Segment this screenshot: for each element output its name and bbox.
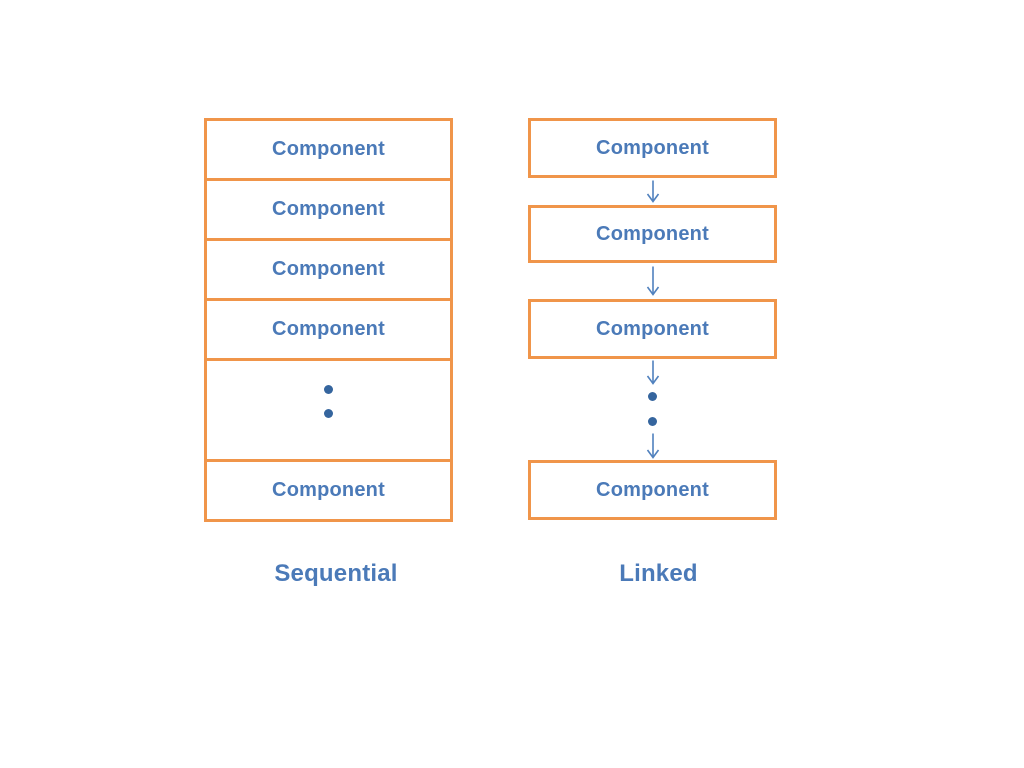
ellipsis-dot-icon: [324, 385, 333, 394]
component-label: Component: [596, 478, 709, 501]
component-label: Component: [596, 136, 709, 159]
ellipsis-cell: [207, 358, 450, 459]
component-label: Component: [596, 222, 709, 245]
component-label: Component: [596, 317, 709, 340]
component-box: Component: [207, 298, 450, 358]
component-label: Component: [272, 479, 385, 501]
linked-node: Component: [528, 299, 777, 359]
down-arrow-icon: [646, 360, 660, 385]
linked-node: Component: [528, 118, 777, 178]
component-label: Component: [272, 318, 385, 340]
component-label: Component: [272, 198, 385, 220]
linked-node: Component: [528, 460, 777, 520]
ellipsis-dot-icon: [648, 417, 657, 426]
linked-node: Component: [528, 205, 777, 263]
ellipsis-dot-icon: [648, 392, 657, 401]
component-label: Component: [272, 138, 385, 160]
sequential-stack: Component Component Component Component …: [204, 118, 453, 522]
down-arrow-icon: [646, 180, 660, 203]
component-box: Component: [207, 178, 450, 238]
component-label: Component: [272, 258, 385, 280]
ellipsis-dot-icon: [324, 409, 333, 418]
component-box: Component: [207, 121, 450, 178]
sequential-label: Sequential: [274, 560, 398, 587]
component-box: Component: [207, 459, 450, 519]
component-box: Component: [207, 238, 450, 298]
down-arrow-icon: [646, 433, 660, 459]
down-arrow-icon: [646, 266, 660, 296]
linked-label: Linked: [619, 560, 698, 587]
